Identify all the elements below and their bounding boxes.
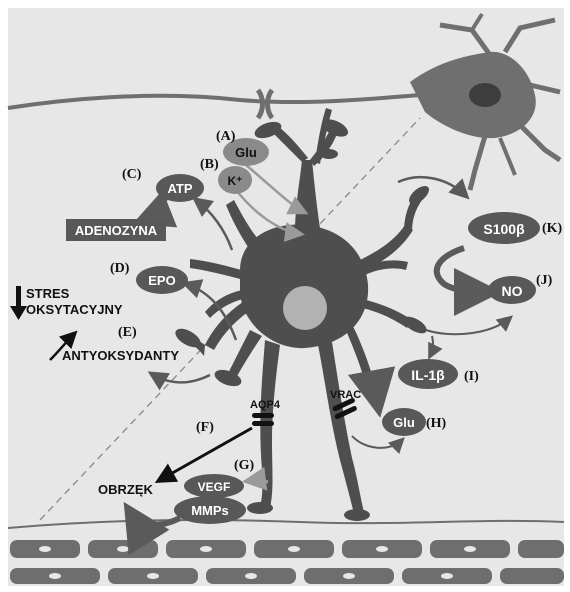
svg-text:ATP: ATP bbox=[167, 181, 192, 196]
label-k: (K) bbox=[542, 221, 563, 236]
label-j: (J) bbox=[536, 273, 553, 288]
stres-line1: STRES bbox=[26, 286, 70, 301]
pill-k-plus: K⁺ bbox=[218, 166, 252, 194]
pill-s100b: S100β bbox=[468, 212, 540, 244]
label-a: (A) bbox=[216, 129, 236, 144]
pill-atp: ATP bbox=[156, 174, 204, 202]
vrac-label: VRAC bbox=[330, 389, 361, 401]
pill-vegf: VEGF bbox=[184, 474, 244, 498]
svg-text:NO: NO bbox=[502, 283, 523, 299]
pill-glu-bottom: Glu bbox=[382, 408, 426, 436]
label-d: (D) bbox=[110, 261, 130, 276]
label-g: (G) bbox=[234, 458, 255, 473]
svg-text:Glu: Glu bbox=[393, 415, 415, 430]
astrocyte-nucleus bbox=[283, 286, 327, 330]
pill-il1b: IL-1β bbox=[398, 359, 458, 389]
aqp4-label: AQP4 bbox=[250, 399, 281, 411]
antyoksydanty-label: ANTYOKSYDANTY bbox=[62, 348, 179, 363]
label-b: (B) bbox=[200, 157, 219, 172]
label-h: (H) bbox=[426, 416, 447, 431]
svg-text:K⁺: K⁺ bbox=[228, 174, 243, 188]
pill-epo: EPO bbox=[136, 266, 188, 294]
stres-line2: OKSYTACYJNY bbox=[26, 302, 123, 317]
svg-text:S100β: S100β bbox=[483, 221, 525, 237]
pill-mmps: MMPs bbox=[174, 496, 246, 524]
label-e: (E) bbox=[118, 325, 137, 340]
label-c: (C) bbox=[122, 167, 142, 182]
svg-text:MMPs: MMPs bbox=[191, 503, 229, 518]
svg-text:VEGF: VEGF bbox=[198, 480, 231, 494]
obrzek-label: OBRZĘK bbox=[98, 482, 154, 497]
pill-adenozyna: ADENOZYNA bbox=[66, 219, 166, 241]
label-i: (I) bbox=[464, 369, 479, 384]
label-f: (F) bbox=[196, 420, 214, 435]
svg-text:ADENOZYNA: ADENOZYNA bbox=[75, 223, 158, 238]
svg-text:IL-1β: IL-1β bbox=[411, 367, 445, 383]
pill-no: NO bbox=[488, 276, 536, 304]
svg-text:EPO: EPO bbox=[148, 273, 175, 288]
svg-text:Glu: Glu bbox=[235, 145, 257, 160]
